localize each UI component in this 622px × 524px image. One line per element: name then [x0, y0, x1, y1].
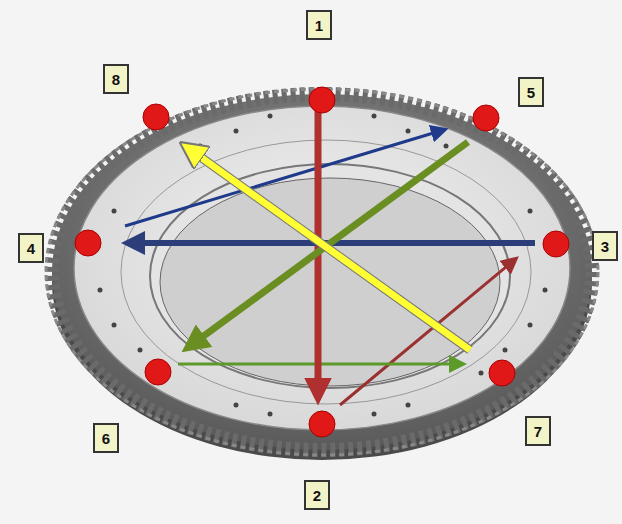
callout-number: 7 [525, 416, 551, 446]
callout-number: 5 [518, 77, 544, 107]
callout-number: 6 [93, 423, 119, 453]
callout-number: 3 [592, 231, 618, 261]
callout-number: 4 [18, 233, 44, 263]
callout-number: 2 [304, 480, 330, 510]
callout-number: 8 [103, 64, 129, 94]
callout-number: 1 [306, 10, 332, 40]
